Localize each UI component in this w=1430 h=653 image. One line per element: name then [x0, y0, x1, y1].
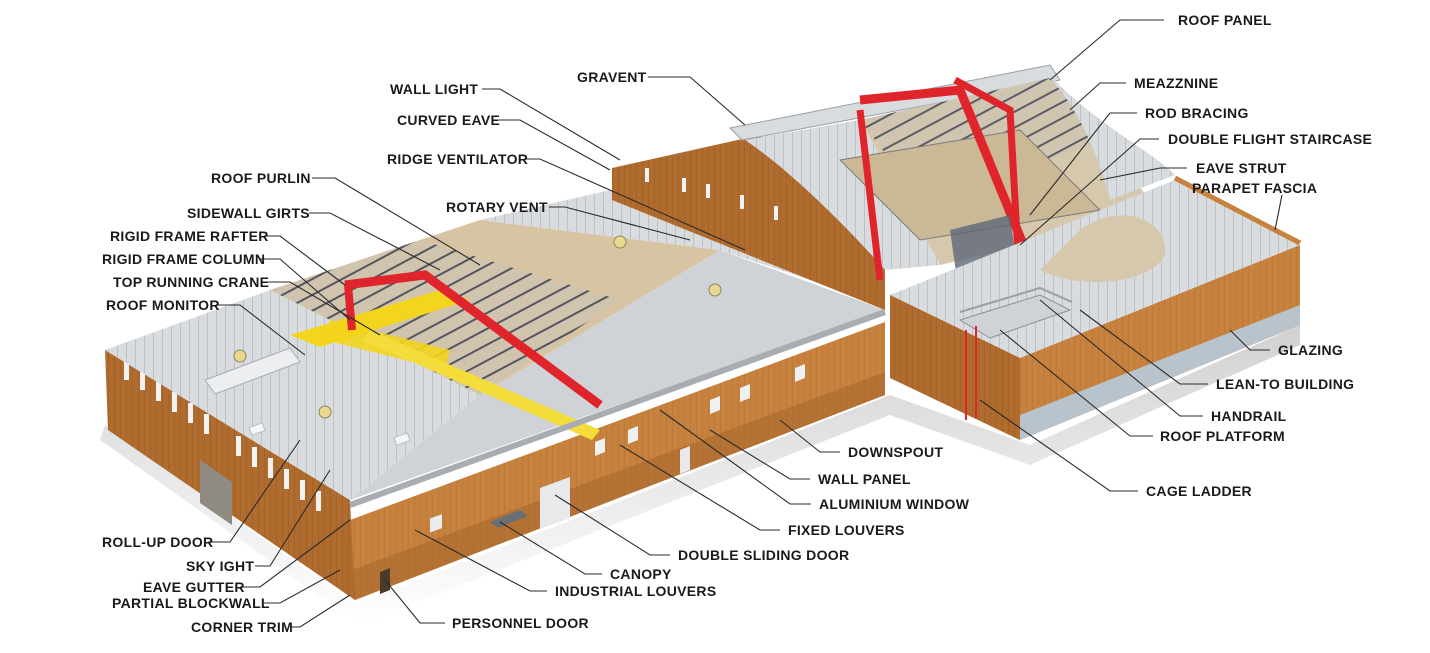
glazing-strip	[1020, 305, 1300, 440]
roof-monitor	[204, 347, 301, 395]
rigid-frame-rafter	[344, 270, 603, 409]
label-canopy: CANOPY	[610, 566, 672, 582]
label-partial-blockwall: PARTIAL BLOCKWALL	[112, 595, 270, 611]
label-handrail: HANDRAIL	[1211, 408, 1287, 424]
lean-to-side-wall	[890, 295, 1020, 440]
label-wall-light: WALL LIGHT	[390, 81, 478, 97]
roll-up-door	[200, 460, 232, 525]
parapet-fascia-edge	[1173, 175, 1302, 246]
label-curved-eave: CURVED EAVE	[397, 112, 500, 128]
label-downspout: DOWNSPOUT	[848, 444, 943, 460]
tall-frame-2	[856, 109, 884, 281]
label-rod-bracing: ROD BRACING	[1145, 105, 1249, 121]
label-eave-gutter: EAVE GUTTER	[143, 579, 245, 595]
label-eave-strut: EAVE STRUT	[1196, 160, 1287, 176]
label-rotary-vent: ROTARY VENT	[446, 199, 548, 215]
label-roof-panel: ROOF PANEL	[1178, 12, 1272, 28]
partial-blockwall	[352, 372, 885, 600]
label-gravent: GRAVENT	[577, 69, 647, 85]
lean-to-cutaway	[1040, 215, 1166, 282]
label-double-flight-staircase: DOUBLE FLIGHT STAIRCASE	[1168, 131, 1372, 147]
double-sliding-door	[540, 477, 570, 529]
gravent-ridge	[728, 64, 1061, 141]
rotary-vents	[233, 235, 722, 419]
sidewall-window-row	[595, 364, 805, 456]
handrail-line	[959, 286, 1073, 313]
label-corner-trim: CORNER TRIM	[191, 619, 293, 635]
label-aluminium-window: ALUMINIUM WINDOW	[819, 496, 970, 512]
label-lean-to-building: LEAN-TO BUILDING	[1216, 376, 1354, 392]
mezzanine-floor	[838, 129, 1102, 241]
crane-runway	[362, 330, 600, 440]
label-industrial-louvers: INDUSTRIAL LOUVERS	[555, 583, 717, 599]
personnel-door-2	[680, 446, 690, 474]
labels: ROOF PANEL MEAZZNINE GRAVENT WALL LIGHT …	[102, 12, 1372, 635]
main-roof-left	[105, 290, 480, 500]
cage-ladder	[965, 326, 977, 420]
label-wall-panel: WALL PANEL	[818, 471, 911, 487]
main-endwall	[105, 350, 355, 600]
tall-roof-left	[745, 120, 940, 270]
eave-gutter	[348, 309, 887, 508]
ground-shadow	[100, 325, 1300, 625]
label-meazznine: MEAZZNINE	[1134, 75, 1218, 91]
label-rigid-frame-rafter: RIGID FRAME RAFTER	[110, 228, 269, 244]
main-roof-back	[480, 190, 885, 305]
personnel-door	[380, 568, 390, 594]
label-roll-up-door: ROLL-UP DOOR	[102, 534, 213, 550]
label-glazing: GLAZING	[1278, 342, 1343, 358]
sidewall-windows	[430, 514, 442, 533]
endwall-windows	[124, 360, 321, 511]
main-roof-right	[350, 250, 885, 500]
tall-roof-right	[1050, 75, 1175, 200]
label-rigid-frame-column: RIGID FRAME COLUMN	[102, 251, 265, 267]
rigid-frame-column	[344, 284, 356, 331]
label-sky-ight: SKY IGHT	[186, 558, 254, 574]
building-illustration	[100, 64, 1302, 625]
leader-lines	[208, 19, 1283, 628]
label-roof-platform: ROOF PLATFORM	[1160, 428, 1285, 444]
label-fixed-louvers: FIXED LOUVERS	[788, 522, 905, 538]
canopy	[490, 510, 528, 528]
label-top-running-crane: TOP RUNNING CRANE	[113, 274, 269, 290]
tall-frame-3	[953, 76, 1024, 291]
label-ridge-ventilator: RIDGE VENTILATOR	[387, 151, 528, 167]
label-cage-ladder: CAGE LADDER	[1146, 483, 1252, 499]
label-roof-monitor: ROOF MONITOR	[106, 297, 220, 313]
skylights	[248, 422, 411, 446]
label-sidewall-girts: SIDEWALL GIRTS	[187, 205, 310, 221]
tall-endwall	[612, 135, 885, 310]
label-double-sliding-door: DOUBLE SLIDING DOOR	[678, 547, 849, 563]
label-personnel-door: PERSONNEL DOOR	[452, 615, 589, 631]
roof-platform	[958, 294, 1072, 339]
label-parapet-fascia: PARAPET FASCIA	[1192, 180, 1317, 196]
label-roof-purlin: ROOF PURLIN	[211, 170, 311, 186]
wall-lights	[645, 168, 778, 220]
